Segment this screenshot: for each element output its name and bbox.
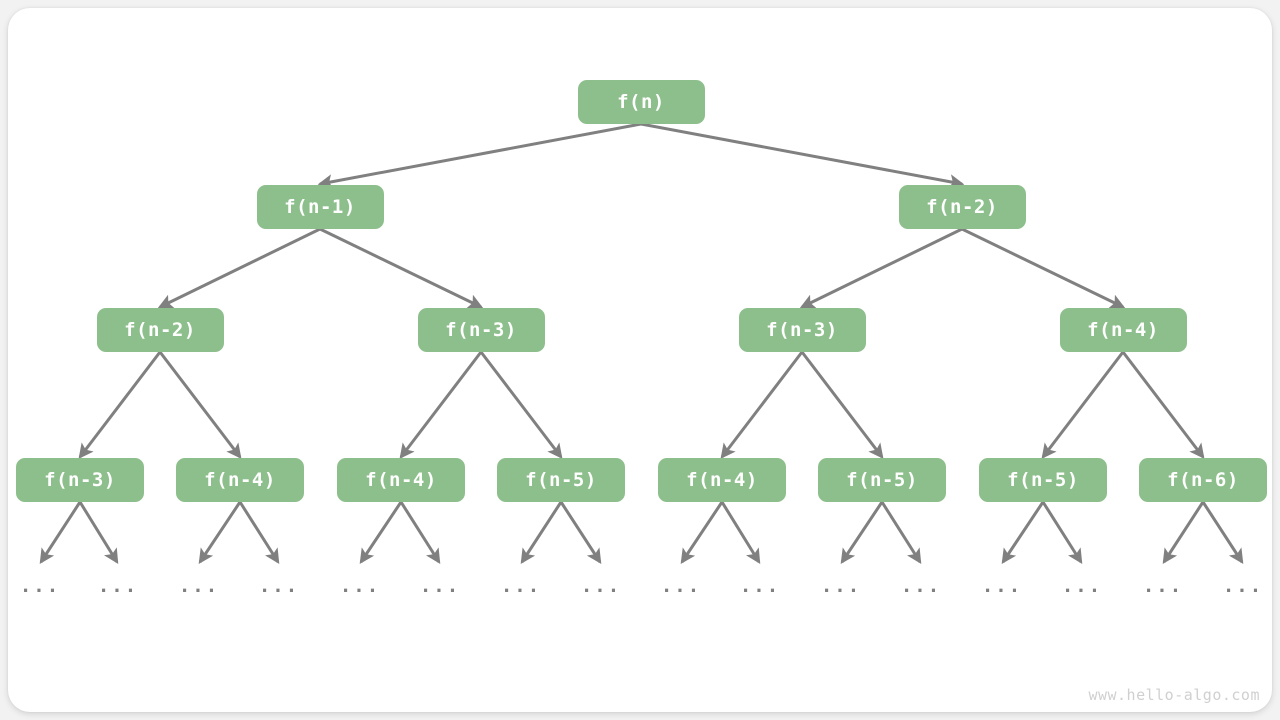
tree-node[interactable]: f(n) xyxy=(577,80,705,124)
tree-node[interactable]: f(n-1) xyxy=(256,185,384,229)
tree-edge xyxy=(559,501,602,565)
tree-node[interactable]: f(n-2) xyxy=(898,185,1026,229)
tree-node[interactable]: f(n-4) xyxy=(658,458,786,502)
ellipsis-label: ... xyxy=(580,575,622,597)
tree-node[interactable]: f(n-4) xyxy=(1059,308,1187,352)
tree-edge xyxy=(39,501,82,565)
tree-edge xyxy=(680,501,724,564)
ellipsis-label: ... xyxy=(981,575,1023,597)
tree-edge xyxy=(799,227,963,309)
tree-edge xyxy=(399,501,441,565)
tree-node[interactable]: f(n-3) xyxy=(16,458,144,502)
ellipsis-label: ... xyxy=(660,575,702,597)
tree-edge xyxy=(1001,501,1045,564)
tree-edge xyxy=(1121,351,1205,459)
tree-edge xyxy=(238,501,280,565)
tree-edge xyxy=(800,351,884,459)
ellipsis-label: ... xyxy=(900,575,942,597)
tree-edge xyxy=(317,122,642,190)
ellipsis-label: ... xyxy=(500,575,542,597)
tree-edge xyxy=(640,122,965,190)
tree-edge xyxy=(319,227,484,309)
tree-node[interactable]: f(n-4) xyxy=(337,458,465,502)
tree-edge xyxy=(1162,501,1205,565)
ellipsis-label: ... xyxy=(258,575,300,597)
tree-edge xyxy=(1041,351,1125,459)
ellipsis-label: ... xyxy=(1142,575,1184,597)
tree-edge xyxy=(157,227,321,309)
ellipsis-label: ... xyxy=(178,575,220,597)
diagram-card: f(n) f(n-1) f(n-2) f(n-2) f(n-3) f(n-3) f(n-4)… xyxy=(8,8,1272,712)
tree-node[interactable]: f(n-6) xyxy=(1139,458,1267,502)
tree-node[interactable]: f(n-4) xyxy=(176,458,304,502)
ellipsis-label: ... xyxy=(820,575,862,597)
tree-edge xyxy=(198,501,242,564)
tree-edge xyxy=(840,501,884,564)
tree-node[interactable]: f(n-5) xyxy=(818,458,946,502)
tree-edge xyxy=(78,501,119,565)
tree-node[interactable]: f(n-2) xyxy=(96,308,224,352)
tree-edge xyxy=(1201,501,1244,565)
tree-edge xyxy=(479,351,563,459)
tree-edge xyxy=(520,501,563,565)
tree-edge xyxy=(720,351,804,459)
tree-edge xyxy=(1041,501,1083,565)
tree-edge xyxy=(880,501,922,565)
watermark: www.hello-algo.com xyxy=(1088,686,1260,704)
tree-edge xyxy=(158,351,242,459)
ellipsis-label: ... xyxy=(419,575,461,597)
tree-edge xyxy=(720,501,761,565)
tree-edge xyxy=(961,227,1126,309)
tree-edge xyxy=(359,501,403,564)
tree-node[interactable]: f(n-3) xyxy=(738,308,866,352)
ellipsis-label: ... xyxy=(339,575,381,597)
tree-node[interactable]: f(n-5) xyxy=(497,458,625,502)
tree-edge xyxy=(399,351,483,459)
ellipsis-label: ... xyxy=(19,575,61,597)
diagram-stage: f(n) f(n-1) f(n-2) f(n-2) f(n-3) f(n-3) f(n-4)… xyxy=(8,8,1272,712)
tree-edge xyxy=(78,351,162,459)
ellipsis-label: ... xyxy=(739,575,781,597)
ellipsis-label: ... xyxy=(97,575,139,597)
ellipsis-label: ... xyxy=(1061,575,1103,597)
ellipsis-label: ... xyxy=(1222,575,1264,597)
tree-node[interactable]: f(n-3) xyxy=(417,308,545,352)
tree-node[interactable]: f(n-5) xyxy=(979,458,1107,502)
